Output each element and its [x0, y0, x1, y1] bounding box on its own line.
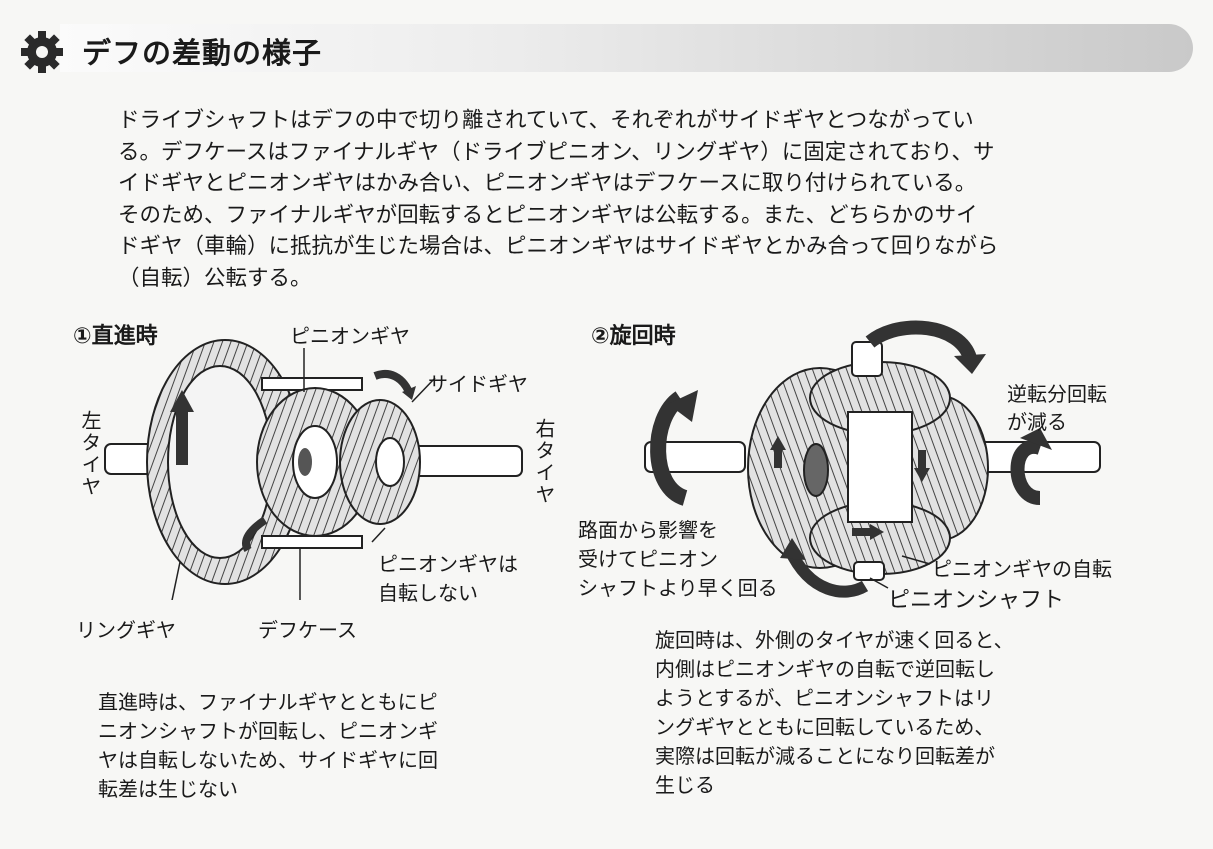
fig1-pinion-gear-label: ピニオンギヤ: [290, 324, 410, 348]
pinion-no-rotation-label-2: 自転しない: [378, 581, 478, 605]
caption-line: ヤは自転しないため、サイドギヤに回: [98, 748, 438, 772]
caption-line: ようとするが、ピニオンシャフトはリ: [655, 686, 994, 710]
page-title: デフの差動の様子: [82, 36, 323, 70]
caption-line: 直進時は、ファイナルギヤとともにピ: [98, 690, 438, 714]
reverse-rotation-label-2: が減る: [1007, 410, 1067, 434]
reverse-rotation-label-1: 逆転分回転: [1007, 382, 1107, 406]
intro-line: る。デフケースはファイナルギヤ（ドライブピニオン、リングギヤ）に固定されており、…: [118, 139, 995, 165]
fig2-heading: ②旋回時: [591, 324, 676, 349]
fig2-caption: 旋回時は、外側のタイヤが速く回ると、 内側はピニオンギヤの自転で逆回転し ようと…: [655, 626, 1014, 800]
ring-gear-label: リングギヤ: [76, 618, 176, 642]
intro-line: ドライブシャフトはデフの中で切り離されていて、それぞれがサイドギヤとつながってい: [118, 108, 974, 133]
pinion-no-rotation-label-1: ピニオンギヤは: [378, 552, 518, 576]
pinion-shaft-label: ピニオンシャフト: [888, 588, 1065, 613]
intro-paragraph: ドライブシャフトはデフの中で切り離されていて、それぞれがサイドギヤとつながってい…: [118, 105, 1108, 294]
road-influence-label-1: 路面から影響を: [578, 518, 718, 542]
pinion-self-rotation-label: ピニオンギヤの自転: [932, 557, 1112, 581]
left-tire-label: 左タイヤ: [78, 410, 102, 498]
gear-icon: [21, 31, 63, 73]
fig1-caption: 直進時は、ファイナルギヤとともにピ ニオンシャフトが回転し、ピニオンギ ヤは自転…: [98, 688, 438, 804]
caption-line: ングギヤとともに回転しているため、: [655, 715, 995, 739]
caption-line: 生じる: [655, 773, 715, 797]
caption-line: ニオンシャフトが回転し、ピニオンギ: [98, 719, 438, 743]
intro-line: ドギヤ（車輪）に抵抗が生じた場合は、ピニオンギヤはサイドギヤとかみ合って回りなが…: [118, 234, 999, 259]
intro-line: イドギヤとピニオンギヤはかみ合い、ピニオンギヤはデフケースに取り付けられている。: [118, 171, 977, 196]
intro-line: そのため、ファイナルギヤが回転するとピニオンギヤは公転する。また、どちらかのサイ: [118, 202, 978, 228]
fig1-side-gear-label: サイドギヤ: [428, 372, 528, 396]
cornering-diff-illustration: [644, 320, 1101, 598]
diff-case-label: デフケース: [258, 618, 357, 642]
caption-line: 旋回時は、外側のタイヤが速く回ると、: [655, 628, 1014, 652]
title-bar: [60, 24, 1193, 72]
road-influence-label-2: 受けてピニオン: [578, 547, 718, 571]
fig1-heading: ①直進時: [73, 324, 158, 349]
straight-diff-illustration: [104, 339, 523, 600]
caption-line: 内側はピニオンギヤの自転で逆回転し: [655, 657, 995, 681]
caption-line: 実際は回転が減ることになり回転差が: [655, 744, 995, 768]
road-influence-label-3: シャフトより早く回る: [578, 576, 778, 600]
intro-line: （自転）公転する。: [118, 265, 312, 291]
right-tire-label: 右タイヤ: [532, 418, 556, 506]
caption-line: 転差は生じない: [98, 777, 238, 801]
